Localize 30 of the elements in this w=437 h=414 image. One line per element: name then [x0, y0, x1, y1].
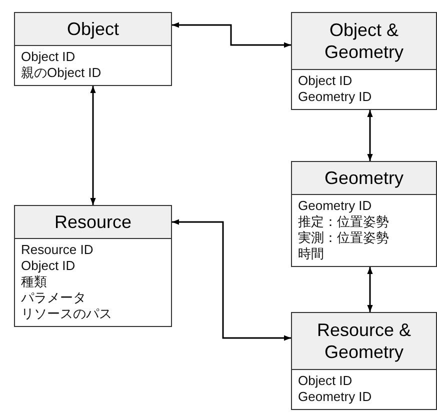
table-header: Resource & Geometry: [292, 313, 436, 370]
arrow: [367, 110, 373, 161]
table-header: Object & Geometry: [292, 13, 436, 70]
field-text: 種類: [21, 274, 48, 290]
field-text: Geometry ID: [298, 389, 373, 405]
field-text: Object ID: [298, 373, 354, 389]
field-text: パラメータ: [21, 290, 87, 306]
field-text: 実測：位置姿勢: [298, 230, 390, 246]
table-box: [291, 12, 437, 110]
table-box: [291, 312, 437, 410]
field-text: Geometry ID: [298, 89, 373, 105]
arrow: [90, 86, 96, 205]
field-text: 推定：位置姿勢: [298, 214, 390, 230]
table-box: [14, 205, 172, 327]
field-text: リソースのパス: [21, 306, 113, 322]
table-header: Object: [15, 13, 171, 46]
field-text: Resource ID: [21, 242, 94, 258]
arrow: [172, 22, 291, 48]
table-box: [14, 12, 172, 86]
field-text: Geometry ID: [298, 198, 373, 214]
field-text: 親のObject ID: [21, 65, 102, 81]
table-header: Geometry: [292, 162, 436, 195]
field-text: 時間: [298, 246, 325, 262]
field-text: Object ID: [21, 258, 76, 274]
arrow: [367, 267, 373, 312]
table-box: [291, 161, 437, 267]
field-text: Object ID: [298, 73, 354, 89]
table-header: Resource: [15, 206, 171, 239]
field-text: Object ID: [21, 49, 76, 65]
arrow: [172, 219, 291, 341]
